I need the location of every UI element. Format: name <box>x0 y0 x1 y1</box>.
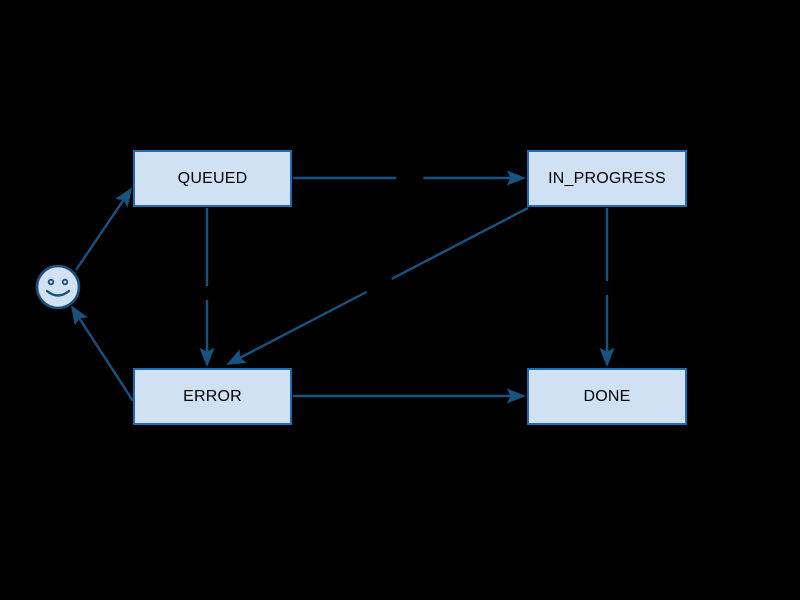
state-node-in-progress-label: IN_PROGRESS <box>548 169 666 187</box>
state-node-done-label: DONE <box>583 387 631 405</box>
start-state-smiley-icon[interactable] <box>33 262 83 312</box>
edge-label-queued-to-in-progress: start <box>396 171 424 185</box>
edge-error-to-start <box>70 305 135 402</box>
state-node-queued[interactable]: QUEUED <box>133 150 292 207</box>
state-node-in-progress[interactable]: IN_PROGRESS <box>527 150 687 207</box>
smiley-left-eye-icon <box>47 278 55 286</box>
edge-label-queued-to-error: fail <box>202 286 222 300</box>
state-node-queued-label: QUEUED <box>177 169 248 187</box>
edge-label-in-progress-to-done: finish <box>590 281 624 295</box>
smiley-right-eye-icon <box>61 278 69 286</box>
state-node-error[interactable]: ERROR <box>133 368 292 425</box>
state-node-error-label: ERROR <box>183 387 242 405</box>
state-node-done[interactable]: DONE <box>527 368 687 425</box>
smiley-mouth-icon <box>45 289 71 297</box>
edge-start-to-queued <box>75 187 133 271</box>
